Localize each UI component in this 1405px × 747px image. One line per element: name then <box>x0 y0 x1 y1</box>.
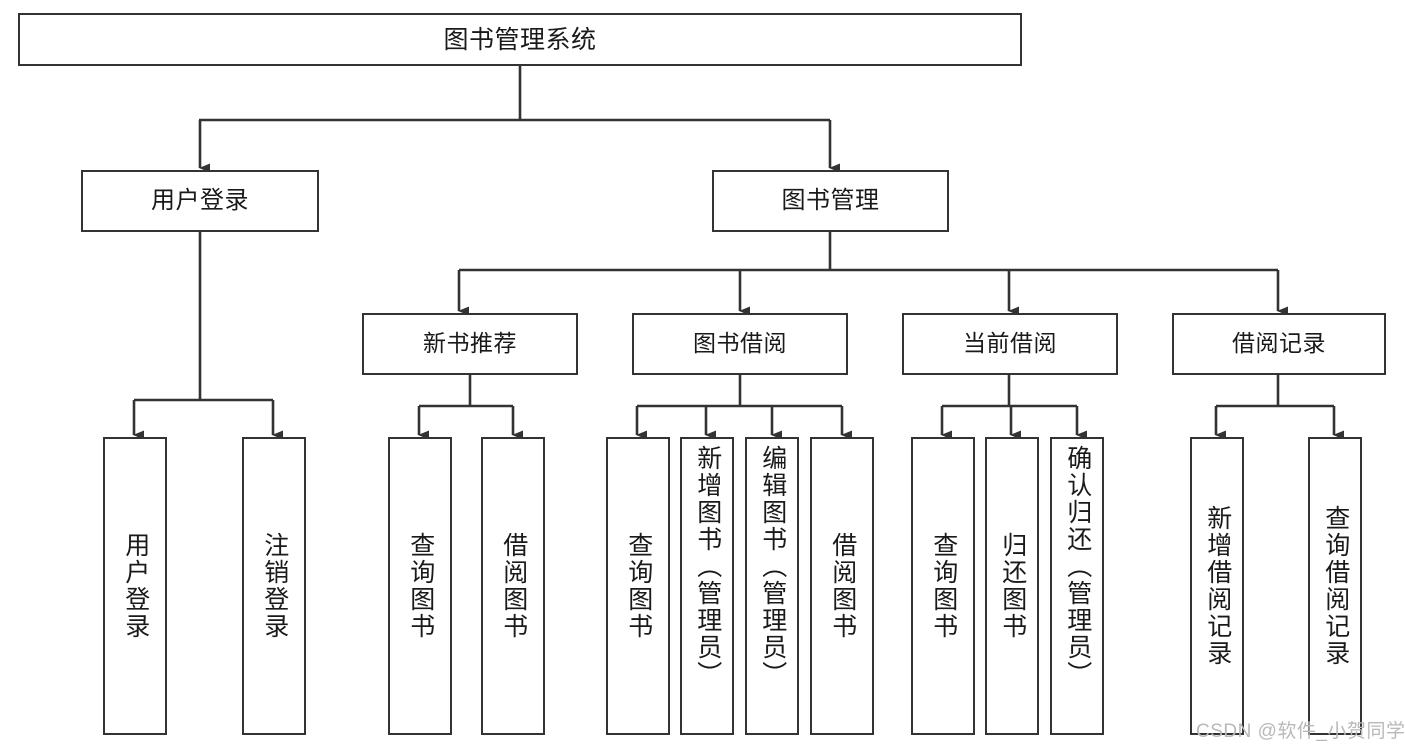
node-user-login-action[interactable]: 用户登录 <box>103 437 167 735</box>
node-add-book-admin[interactable]: 新增图书（管理员） <box>680 437 734 735</box>
node-book-management[interactable]: 图书管理 <box>712 170 949 232</box>
node-return-book-label: 归还图书 <box>998 532 1027 640</box>
node-return-book[interactable]: 归还图书 <box>985 437 1039 735</box>
node-user-login[interactable]: 用户登录 <box>81 170 319 232</box>
node-user-login-label: 用户登录 <box>151 186 249 214</box>
node-book-borrow[interactable]: 图书借阅 <box>632 313 848 375</box>
node-edit-book-admin[interactable]: 编辑图书（管理员） <box>745 437 799 735</box>
node-query-borrow-record[interactable]: 查询借阅记录 <box>1308 437 1362 735</box>
node-book-borrow-label: 图书借阅 <box>693 330 787 357</box>
node-add-borrow-record[interactable]: 新增借阅记录 <box>1190 437 1244 735</box>
node-borrow-book-recommend[interactable]: 借阅图书 <box>481 437 545 735</box>
connector-lines <box>132 66 1344 440</box>
node-new-book-recommend[interactable]: 新书推荐 <box>362 313 578 375</box>
node-confirm-return-admin[interactable]: 确认归还（管理员） <box>1050 437 1104 735</box>
node-book-management-label: 图书管理 <box>781 186 880 214</box>
node-borrow-record-label: 借阅记录 <box>1232 330 1326 357</box>
node-user-logout-action-label: 注销登录 <box>260 532 289 640</box>
node-user-logout-action[interactable]: 注销登录 <box>242 437 306 735</box>
node-add-borrow-record-label: 新增借阅记录 <box>1203 505 1232 667</box>
node-borrow-book-action-label: 借阅图书 <box>828 532 857 640</box>
node-borrow-record[interactable]: 借阅记录 <box>1172 313 1386 375</box>
node-current-borrow[interactable]: 当前借阅 <box>902 313 1118 375</box>
node-query-book-current[interactable]: 查询图书 <box>911 437 975 735</box>
node-query-book-borrow-label: 查询图书 <box>624 532 653 640</box>
node-query-borrow-record-label: 查询借阅记录 <box>1321 505 1350 667</box>
node-borrow-book-recommend-label: 借阅图书 <box>499 532 528 640</box>
node-borrow-book-action[interactable]: 借阅图书 <box>810 437 874 735</box>
node-edit-book-admin-label: 编辑图书（管理员） <box>758 445 787 688</box>
node-user-login-action-label: 用户登录 <box>121 532 150 640</box>
node-root-system[interactable]: 图书管理系统 <box>18 13 1022 66</box>
node-new-book-recommend-label: 新书推荐 <box>423 330 517 357</box>
node-query-book-borrow[interactable]: 查询图书 <box>606 437 670 735</box>
node-query-book-recommend[interactable]: 查询图书 <box>388 437 452 735</box>
node-current-borrow-label: 当前借阅 <box>963 330 1057 357</box>
node-query-book-recommend-label: 查询图书 <box>406 532 435 640</box>
node-confirm-return-admin-label: 确认归还（管理员） <box>1063 445 1092 688</box>
node-add-book-admin-label: 新增图书（管理员） <box>693 445 722 688</box>
node-query-book-current-label: 查询图书 <box>929 532 958 640</box>
node-root-system-label: 图书管理系统 <box>443 25 597 54</box>
